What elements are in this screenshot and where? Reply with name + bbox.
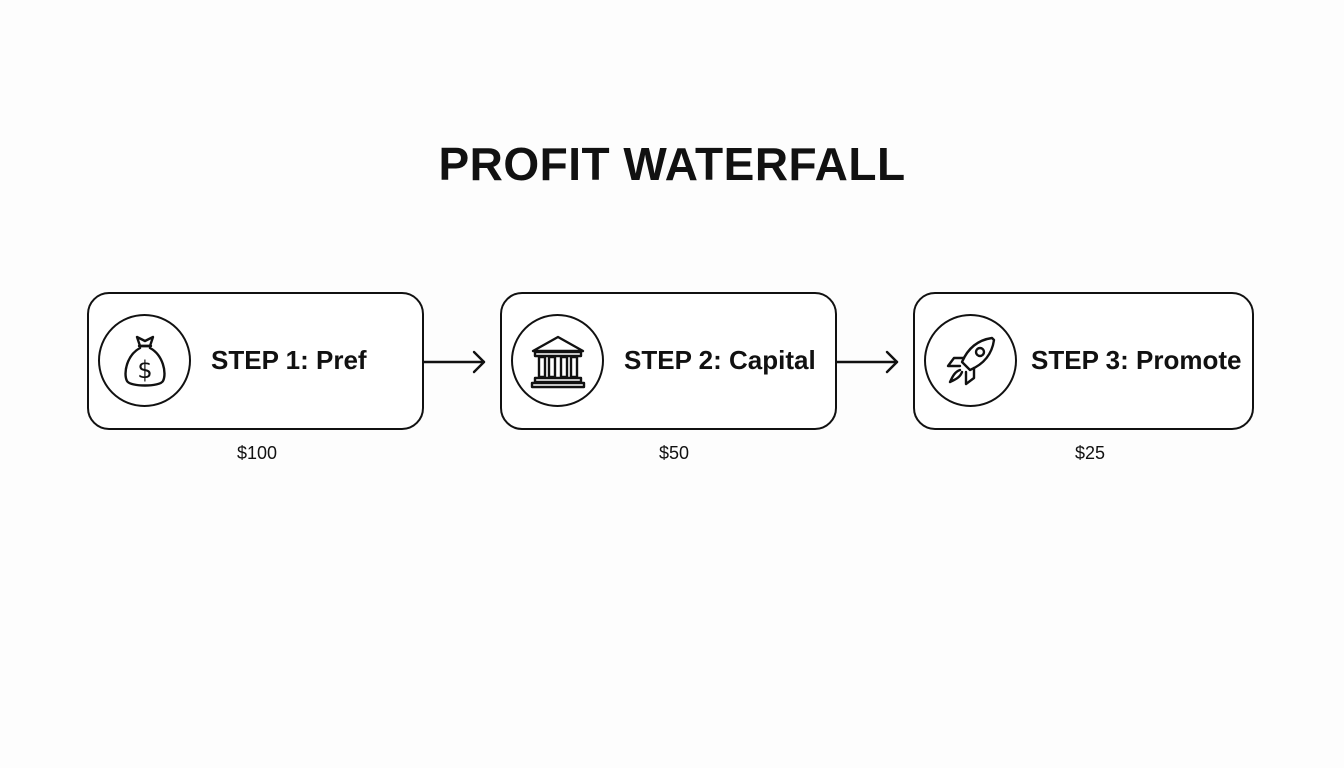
step-1-box: $ STEP 1: Pref [87, 292, 424, 430]
step-2-amount: $50 [658, 443, 690, 463]
diagram-title: PROFIT WATERFALL [438, 138, 906, 190]
step-2-icon-circle [511, 314, 604, 407]
step-1-label: STEP 1: Pref [211, 345, 367, 375]
arrow-1-icon [424, 350, 486, 374]
step-3-box: STEP 3: Promote [913, 292, 1254, 430]
step-3-icon-circle [924, 314, 1017, 407]
arrow-2-icon [837, 350, 899, 374]
step-2-box: STEP 2: Capital [500, 292, 837, 430]
step-2-label: STEP 2: Capital [624, 345, 816, 375]
money-bag-icon: $ [123, 335, 166, 387]
step-3-amount: $25 [1074, 443, 1106, 463]
rocket-icon [946, 336, 995, 385]
step-1-icon-circle: $ [98, 314, 191, 407]
bank-icon [530, 335, 585, 388]
step-3-label: STEP 3: Promote [1031, 345, 1242, 375]
step-1-amount: $100 [236, 443, 278, 463]
svg-text:$: $ [137, 356, 152, 384]
